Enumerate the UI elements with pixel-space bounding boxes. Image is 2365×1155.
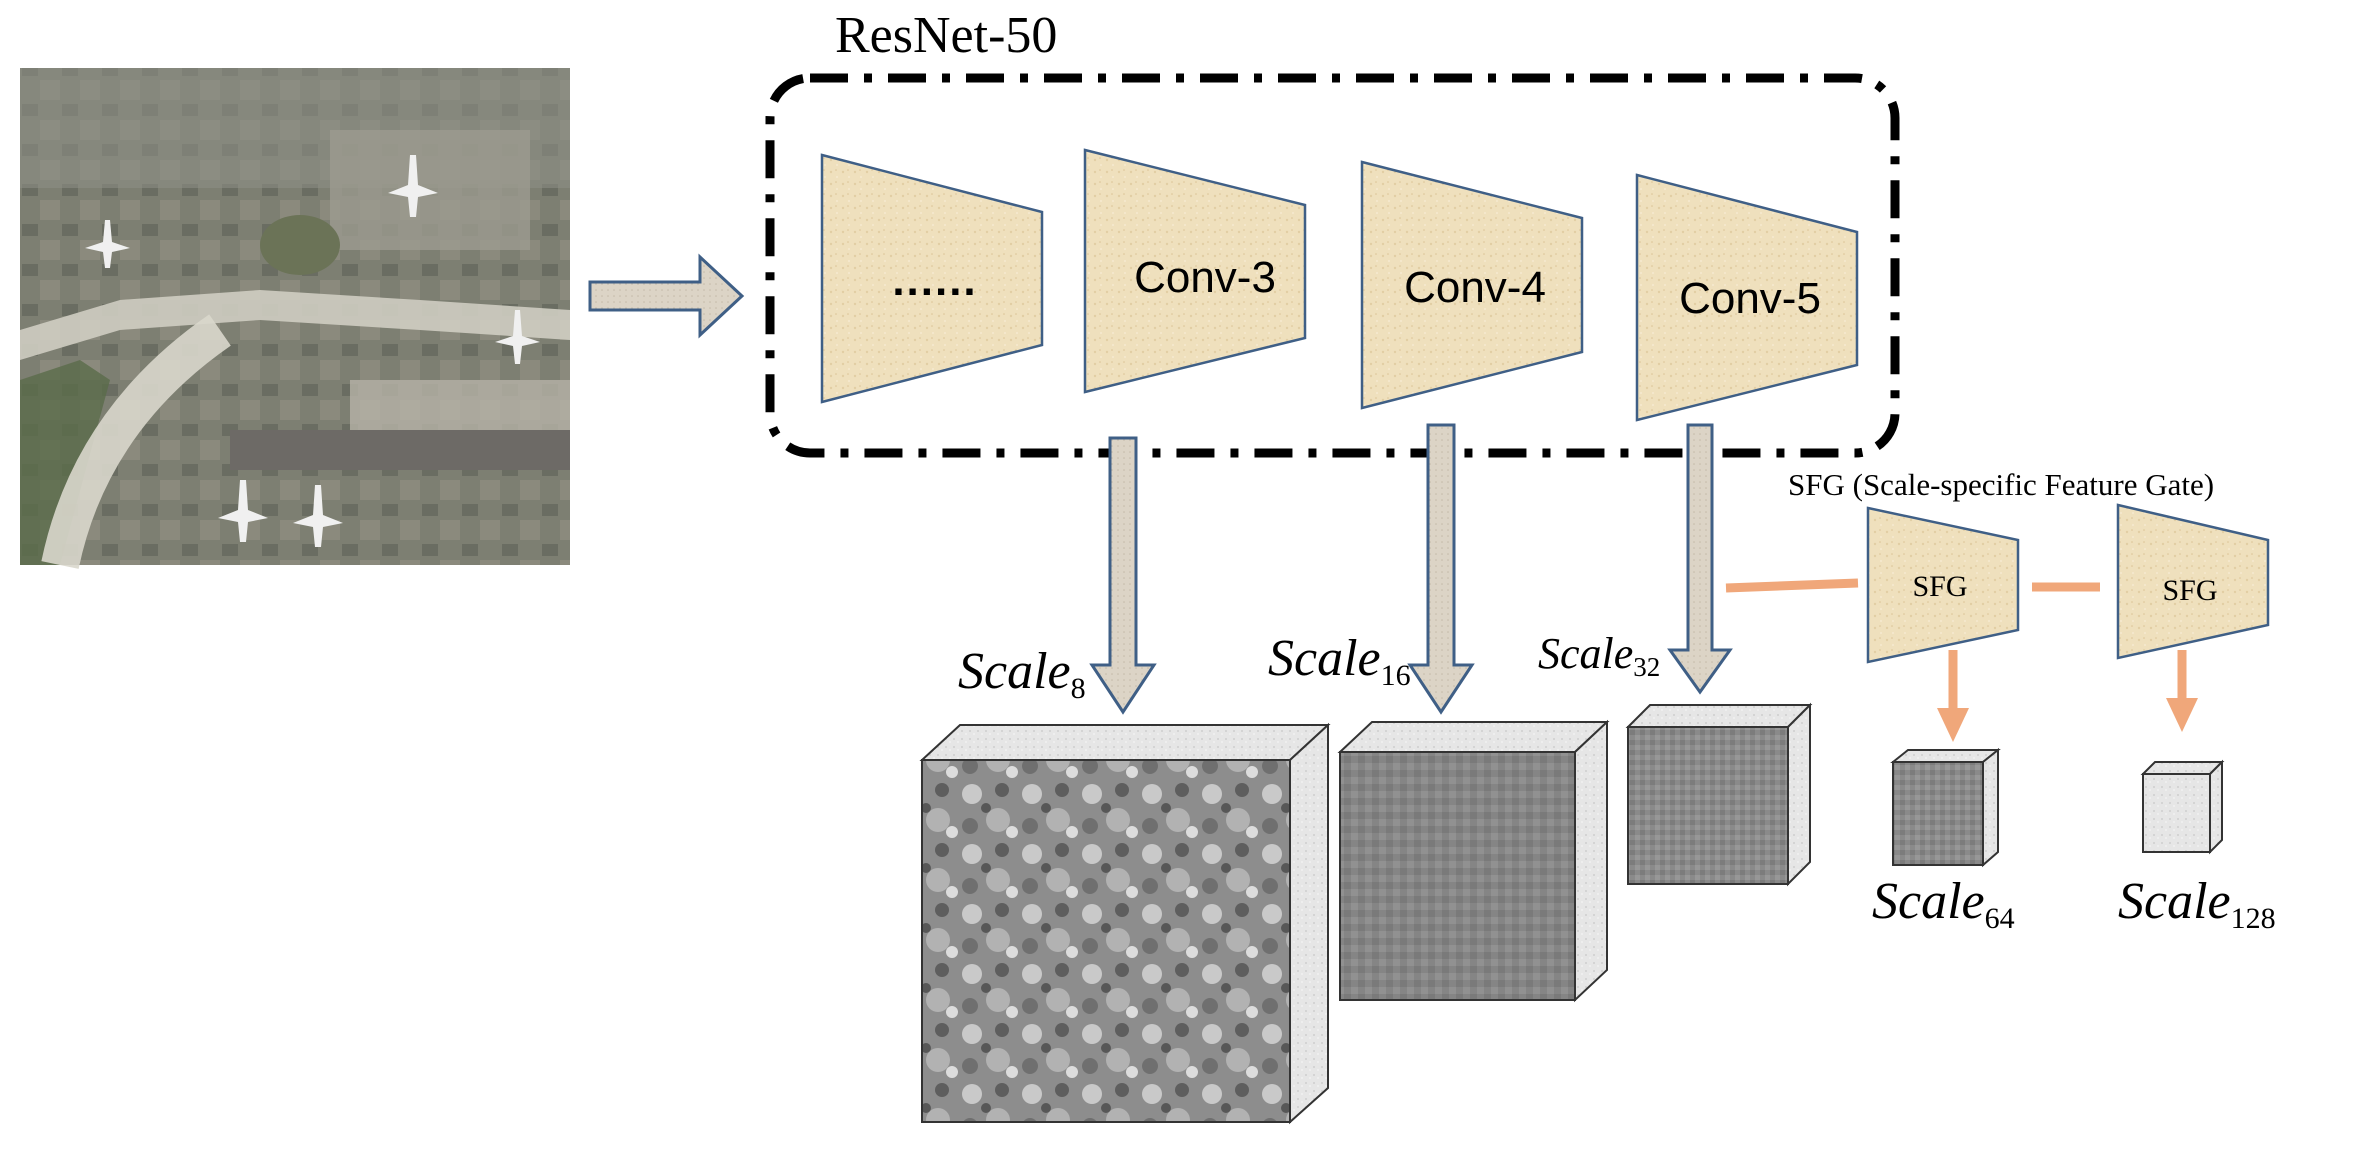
feature-map-scale-128: [2140, 759, 2225, 855]
scale-label-64: Scale64: [1872, 873, 2015, 935]
backbone-block-label: Conv-3: [1134, 253, 1276, 302]
sfg-block-label: SFG: [1912, 570, 1967, 603]
scale-label-128: Scale128: [2118, 873, 2276, 935]
feature-map-scale-32: [1625, 702, 1813, 887]
backbone-frame: [765, 73, 1900, 458]
feature-map-scale-8: [919, 722, 1331, 1125]
connector-conv5-sfg1: [1725, 578, 1859, 593]
backbone-title: ResNet-50: [835, 7, 1057, 64]
backbone-block-label: Conv-4: [1404, 263, 1546, 312]
sfg-block-label: SFG: [2162, 574, 2217, 607]
feature-map-scale-64: [1890, 747, 2001, 868]
scale-label-32: Scale32: [1538, 629, 1660, 682]
backbone-block-conv-5: Conv-5: [1635, 173, 1859, 422]
backbone-block-conv-4: Conv-4: [1360, 160, 1584, 410]
down-arrow-sfg-1: [1937, 650, 1969, 742]
sfg-block-2: SFG: [2116, 503, 2270, 660]
input-aerial-image: [20, 68, 570, 569]
sfg-title: SFG (Scale-specific Feature Gate): [1788, 467, 2214, 502]
sfg-block-1: SFG: [1866, 506, 2020, 664]
down-arrow-conv-5: [1667, 423, 1733, 695]
down-arrow-conv-3: [1089, 436, 1157, 715]
down-arrow-sfg-2: [2166, 650, 2198, 732]
backbone-block-label: ......: [892, 256, 977, 305]
down-arrow-conv-4: [1407, 423, 1475, 715]
feature-map-scale-16: [1337, 719, 1610, 1003]
scale-label-8: Scale8: [958, 643, 1086, 705]
input-arrow: [588, 253, 745, 339]
backbone-block-conv-3: Conv-3: [1083, 148, 1307, 394]
backbone-block-1: ......: [820, 153, 1044, 404]
backbone-block-label: Conv-5: [1679, 274, 1821, 323]
scale-label-16: Scale16: [1268, 630, 1411, 692]
